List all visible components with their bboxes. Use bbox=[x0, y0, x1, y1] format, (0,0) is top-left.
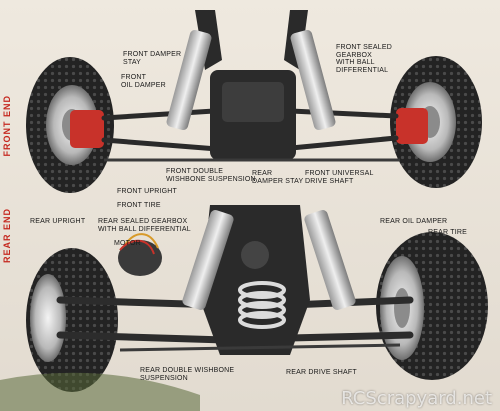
label-rear-double-wishbone: REAR DOUBLE WISHBONE SUSPENSION bbox=[140, 367, 235, 382]
rear-oil-dampers bbox=[182, 210, 356, 310]
rear-center-spring bbox=[238, 281, 286, 329]
label-rear-damper-stay: REAR DAMPER STAY bbox=[252, 170, 304, 185]
front-left-hub bbox=[70, 110, 104, 148]
label-front-damper-stay: FRONT DAMPER STAY bbox=[123, 51, 182, 66]
rear-right-tire bbox=[376, 232, 488, 380]
rear-left-tire bbox=[26, 248, 118, 392]
label-front-universal-drive-shaft: FRONT UNIVERSAL DRIVE SHAFT bbox=[305, 170, 374, 185]
front-right-hub bbox=[396, 108, 428, 144]
label-rear-drive-shaft: REAR DRIVE SHAFT bbox=[286, 369, 357, 376]
label-front-upright: FRONT UPRIGHT bbox=[117, 188, 178, 195]
motor bbox=[118, 233, 162, 276]
label-front-sealed-gearbox: FRONT SEALED GEARBOX WITH BALL DIFFERENT… bbox=[336, 44, 392, 74]
rear-end-label: REAR END bbox=[2, 208, 12, 264]
label-rear-sealed-gearbox: REAR SEALED GEARBOX WITH BALL DIFFERENTI… bbox=[98, 218, 191, 233]
rear-drive-shaft bbox=[119, 343, 401, 352]
label-front-oil-damper: FRONT OIL DAMPER bbox=[121, 74, 166, 89]
watermark: RCScrapyard.net bbox=[341, 388, 492, 409]
label-rear-oil-damper: REAR OIL DAMPER bbox=[380, 218, 448, 225]
front-oil-dampers bbox=[166, 29, 336, 131]
label-rear-tire: REAR TIRE bbox=[428, 229, 468, 236]
label-motor: MOTOR bbox=[114, 240, 141, 247]
label-front-tire: FRONT TIRE bbox=[117, 202, 161, 209]
label-front-double-wishbone: FRONT DOUBLE WISHBONE SUSPENSION bbox=[166, 168, 256, 183]
label-rear-upright: REAR UPRIGHT bbox=[30, 218, 86, 225]
front-end-label: FRONT END bbox=[2, 95, 12, 157]
